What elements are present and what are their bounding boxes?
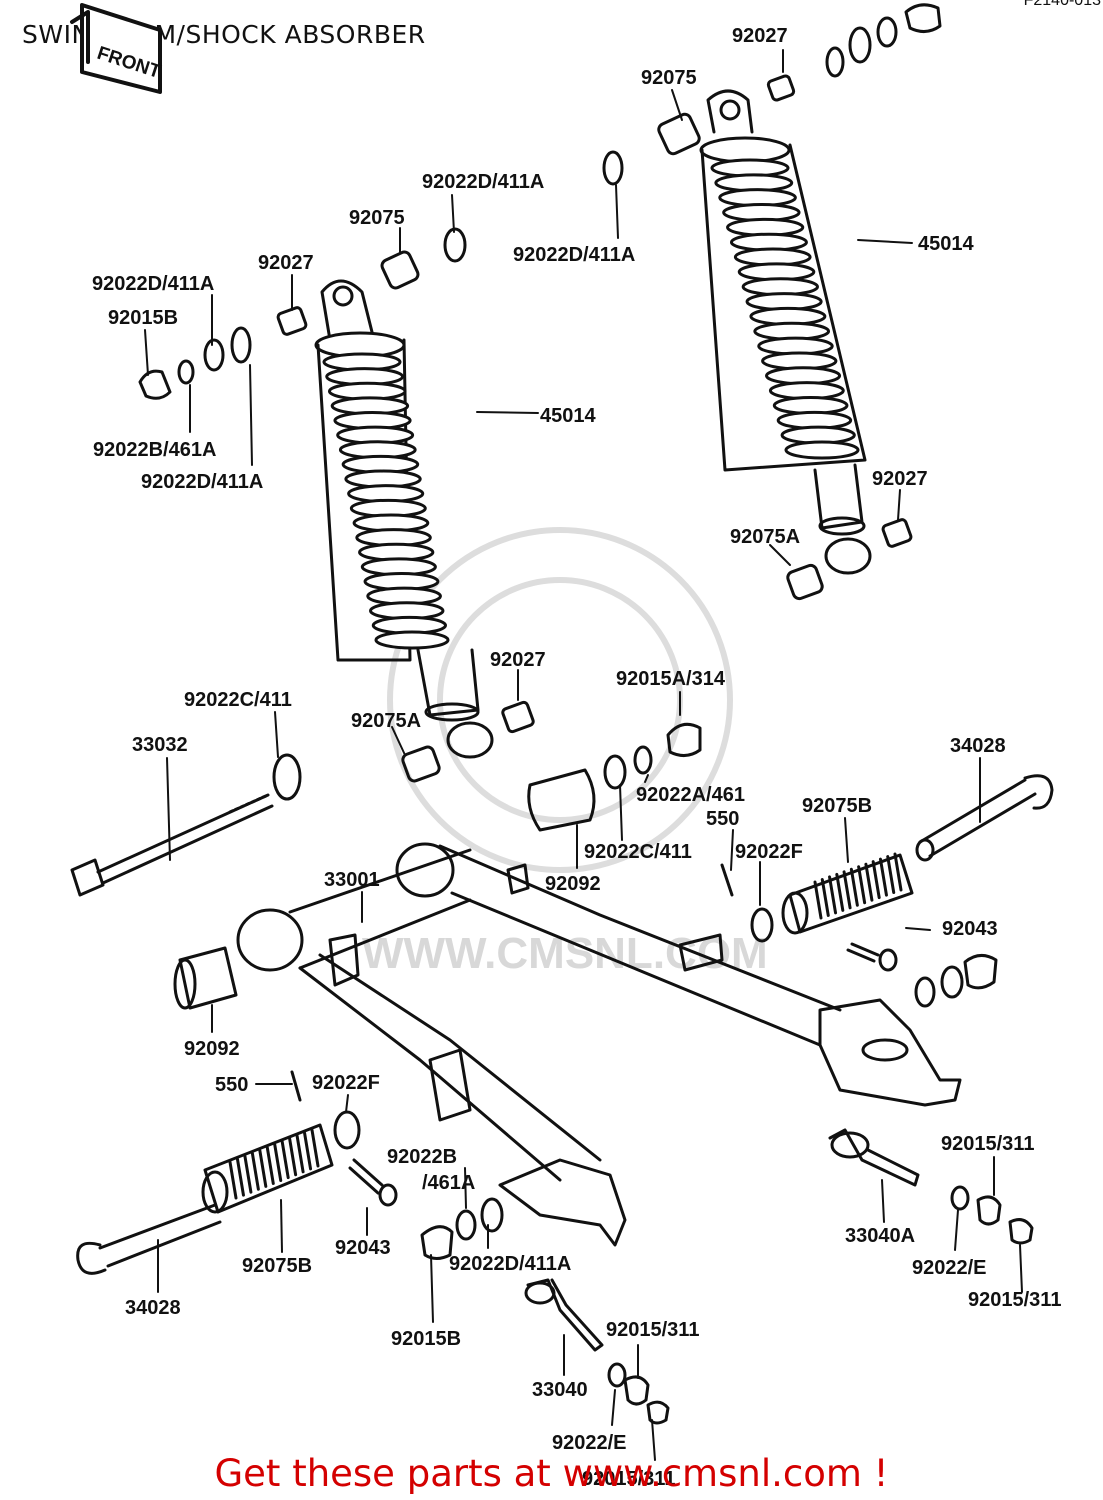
callout-label: 45014 bbox=[540, 405, 596, 427]
sleeve-rib bbox=[258, 1148, 268, 1188]
callout-label: 92022A/461 bbox=[636, 784, 745, 806]
sleeve-rib bbox=[303, 1131, 313, 1171]
callout-label: 92015/311 bbox=[582, 1468, 675, 1490]
callout-label: 33040 bbox=[532, 1379, 588, 1401]
sleeve-rib bbox=[828, 875, 838, 915]
upper-mount-hardware-right bbox=[602, 3, 942, 186]
callout-label: 550 bbox=[706, 808, 739, 830]
callout-label: 92027 bbox=[490, 649, 546, 671]
sleeve-rib bbox=[871, 860, 881, 900]
pivot-pin-left bbox=[76, 1070, 398, 1275]
callout-label: 550 bbox=[215, 1074, 248, 1096]
callout-label: 92043 bbox=[942, 918, 998, 940]
sleeve-rib bbox=[295, 1134, 305, 1174]
bushings bbox=[173, 946, 238, 1010]
callout-label: 92075A bbox=[351, 710, 421, 732]
callout-label: 92015/311 bbox=[968, 1289, 1061, 1311]
sleeve-rib bbox=[813, 880, 823, 920]
callout-label: 92022D/411A bbox=[92, 273, 214, 295]
callout-label: 92027 bbox=[872, 468, 928, 490]
callout-label: 92015/311 bbox=[606, 1319, 699, 1341]
callout-label: 92092 bbox=[545, 873, 601, 895]
callout-label: 92022F bbox=[312, 1072, 380, 1094]
upper-mount-hardware-left bbox=[138, 227, 467, 400]
sleeve-rib bbox=[864, 862, 874, 902]
callout-leader-lines bbox=[144, 49, 1023, 1461]
sleeve-rib bbox=[228, 1160, 238, 1200]
callout-label: 34028 bbox=[950, 735, 1006, 757]
callout-label: 92022B bbox=[387, 1146, 457, 1168]
sleeve-rib bbox=[849, 867, 859, 907]
callout-label: 92075B bbox=[242, 1255, 312, 1277]
callout-labels: 92027 92075 92022D/411A 92075 92022D/411… bbox=[92, 25, 1061, 1490]
sleeve-rib bbox=[820, 877, 830, 917]
axle-adjuster-right bbox=[828, 1128, 1034, 1245]
footer-link-text[interactable]: Get these parts at www.cmsnl.com ! bbox=[214, 1452, 889, 1495]
sleeve-rib bbox=[893, 852, 903, 892]
callout-label: 92092 bbox=[184, 1038, 240, 1060]
callout-label: 33032 bbox=[132, 734, 188, 756]
sleeve-rib bbox=[835, 872, 845, 912]
sleeve-rib bbox=[235, 1157, 245, 1197]
callout-label: 92043 bbox=[335, 1237, 391, 1259]
callout-label: 92022F bbox=[735, 841, 803, 863]
callout-label: 92075 bbox=[641, 67, 697, 89]
lower-mount-hardware bbox=[401, 518, 913, 832]
callout-label: 92015/311 bbox=[941, 1133, 1034, 1155]
sleeve-rib bbox=[310, 1128, 320, 1168]
pivot-pin-right bbox=[720, 774, 1054, 943]
callout-label: 92015B bbox=[108, 307, 178, 329]
spring-coil bbox=[374, 630, 450, 650]
shock-absorber-right bbox=[699, 89, 872, 575]
callout-label: 92022/E bbox=[552, 1432, 627, 1454]
watermark-text: WWW.CMSNL.COM bbox=[362, 929, 768, 978]
callout-label: 92015A/314 bbox=[616, 668, 726, 690]
callout-label: 92027 bbox=[258, 252, 314, 274]
callout-label: 92022D/411A bbox=[513, 244, 635, 266]
sleeve-rib bbox=[878, 857, 888, 897]
callout-label: 33040A bbox=[845, 1225, 915, 1247]
callout-label: 92075A bbox=[730, 526, 800, 548]
front-arrow-marker: FRONT bbox=[70, 3, 164, 94]
callout-label: 92022D/411A bbox=[422, 171, 544, 193]
spring-coil bbox=[784, 440, 860, 460]
callout-label: 92022D/411A bbox=[449, 1253, 571, 1275]
sleeve-rib bbox=[288, 1137, 298, 1177]
callout-label: 92022/E bbox=[912, 1257, 987, 1279]
sleeve-rib bbox=[842, 870, 852, 910]
figure-reference: F2140-013 bbox=[1023, 0, 1101, 9]
callout-label: 34028 bbox=[125, 1297, 181, 1319]
callout-label: 45014 bbox=[918, 233, 974, 255]
pivot-bolt bbox=[70, 753, 302, 897]
callout-label: 92022B/461A bbox=[93, 439, 216, 461]
sleeve-rib bbox=[273, 1143, 283, 1183]
callout-label: 92022C/411 bbox=[584, 841, 692, 863]
shock-absorber-left bbox=[314, 279, 494, 759]
sleeve-rib bbox=[250, 1151, 260, 1191]
callout-label: 92022D/411A bbox=[141, 471, 263, 493]
sleeve-rib bbox=[886, 855, 896, 895]
swing-arm bbox=[236, 842, 962, 1247]
bolt-and-nuts-right bbox=[846, 942, 998, 1008]
callout-label: 92075B bbox=[802, 795, 872, 817]
callout-label: 92075 bbox=[349, 207, 405, 229]
callout-label: /461A bbox=[422, 1172, 475, 1194]
sleeve-rib bbox=[265, 1145, 275, 1185]
sleeve-rib bbox=[857, 865, 867, 905]
callout-label: 92022C/411 bbox=[184, 689, 292, 711]
callout-label: 33001 bbox=[324, 869, 380, 891]
sleeve-rib bbox=[243, 1154, 253, 1194]
sleeve-rib bbox=[280, 1140, 290, 1180]
callout-label: 92027 bbox=[732, 25, 788, 47]
callout-label: 92015B bbox=[391, 1328, 461, 1350]
